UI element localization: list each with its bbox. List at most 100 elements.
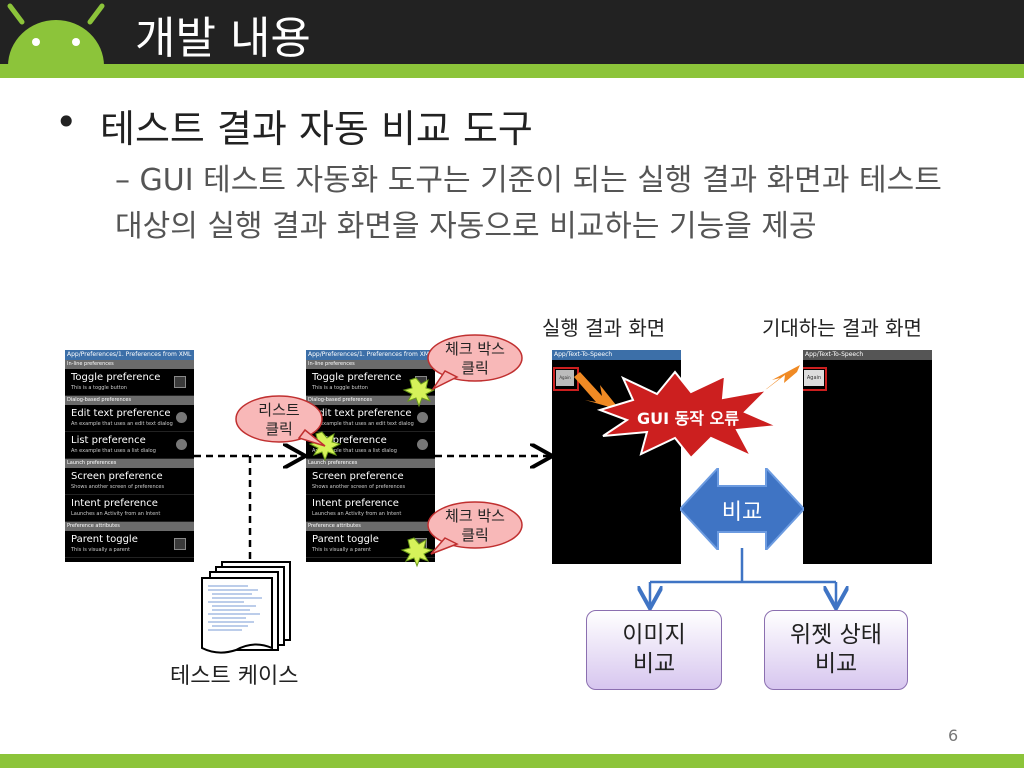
app-title-bar: App/Preferences/1. Preferences from XML [65, 350, 194, 360]
preference-item[interactable]: Edit text preference An example that uses… [65, 405, 194, 432]
preference-title: List preference [312, 435, 387, 446]
header-bar [0, 0, 1024, 66]
preference-summary: Launches an Activity from an Intent [312, 511, 402, 517]
preference-summary: Shows another screen of preferences [312, 484, 406, 490]
gui-error-label: GUI 동작 오류 [636, 409, 740, 428]
again-button[interactable]: Again [556, 370, 574, 386]
preference-title: Edit text preference [71, 408, 171, 419]
preference-summary: This is a toggle button [71, 385, 127, 391]
expected-result-label: 기대하는 결과 화면 [762, 316, 922, 340]
page-number: 6 [948, 726, 959, 745]
image-compare-box: 이미지 비교 [586, 610, 722, 690]
preference-title: Toggle preference [312, 372, 402, 383]
preference-item[interactable]: List preference An example that uses a li… [65, 432, 194, 459]
preference-item[interactable]: Edit text preference An example that uses… [306, 405, 435, 432]
preference-title: Edit text preference [312, 408, 412, 419]
checkbox[interactable] [174, 538, 186, 550]
preference-section-header: Launch preferences [65, 459, 194, 468]
tts-title-bar: App/Text-To-Speech [552, 350, 681, 360]
preference-section-header: Preference attributes [65, 522, 194, 531]
click-star-icon [402, 377, 436, 408]
actual-result-label: 실행 결과 화면 [542, 316, 666, 340]
preference-section-header: Dialog-based preferences [306, 396, 435, 405]
click-star-icon [400, 537, 434, 568]
preference-title: Toggle preference [71, 372, 161, 383]
image-compare-line2: 비교 [632, 651, 676, 677]
preference-title: Intent preference [71, 498, 158, 509]
preference-title: Parent toggle [71, 534, 138, 545]
bullet-text: 테스트 결과 자동 비교 도구 [100, 107, 533, 151]
chevron-right-icon [417, 412, 428, 423]
sub-bullet-text: – GUI 테스트 자동화 도구는 기준이 되는 실행 결과 화면과 테스트 대… [115, 163, 942, 244]
android-logo-icon [7, 3, 105, 66]
preference-summary: This is visually a parent [71, 547, 130, 553]
bullet-marker: • [55, 100, 78, 144]
app-title-bar: App/Preferences/1. Preferences from XML [306, 350, 435, 360]
callout-line: 체크 박스 [445, 340, 505, 358]
preference-title: Intent preference [312, 498, 399, 509]
compare-double-arrow [680, 468, 804, 550]
preference-section-header: Preference attributes [306, 522, 435, 531]
preference-summary: An example that uses a list dialog [312, 448, 397, 454]
compare-label: 비교 [721, 500, 763, 525]
preference-section-header: In-line preferences [306, 360, 435, 369]
header-accent-stripe [0, 64, 1024, 78]
preference-summary: Launches an Activity from an Intent [71, 511, 161, 517]
chevron-right-icon [176, 439, 187, 450]
callout-checkbox-top-text: 체크 박스 클릭 [425, 340, 525, 378]
callout-checkbox-bottom-text: 체크 박스 클릭 [425, 507, 525, 545]
preference-summary: Shows another screen of preferences [71, 484, 165, 490]
preference-summary: An example that uses an edit text dialog [71, 421, 173, 427]
preference-item[interactable]: List preference An example that uses a li… [306, 432, 435, 459]
again-button[interactable]: Again [804, 370, 824, 386]
preference-summary: An example that uses an edit text dialog [312, 421, 414, 427]
footer-accent-stripe [0, 754, 1024, 768]
preference-summary: This is a toggle button [312, 385, 368, 391]
preference-title: List preference [71, 435, 146, 446]
slide-title: 개발 내용 [135, 13, 311, 64]
callout-line: 클릭 [461, 359, 489, 377]
callout-line: 체크 박스 [445, 507, 505, 525]
widget-compare-box: 위젯 상태 비교 [764, 610, 908, 690]
chevron-right-icon [417, 439, 428, 450]
callout-line: 클릭 [461, 526, 489, 544]
callout-list [235, 395, 326, 447]
image-compare-line1: 이미지 [622, 622, 686, 648]
preference-title: Screen preference [71, 471, 163, 482]
test-case-document-icon [201, 561, 291, 654]
checkbox[interactable] [174, 376, 186, 388]
preference-summary: An example that uses a list dialog [71, 448, 156, 454]
widget-compare-line2: 비교 [814, 651, 858, 677]
callout-checkbox-top [427, 334, 523, 391]
preference-summary: This is visually a parent [312, 547, 371, 553]
callout-line: 리스트 [258, 401, 300, 419]
test-case-label: 테스트 케이스 [170, 664, 299, 689]
preference-title: Screen preference [312, 471, 404, 482]
highlight-frame [803, 367, 827, 391]
callout-line: 클릭 [265, 420, 293, 438]
preference-section-header: Launch preferences [306, 459, 435, 468]
preference-screen-before: App/Preferences/1. Preferences from XML … [65, 350, 194, 562]
callout-list-text: 리스트 클릭 [233, 401, 325, 439]
preference-section-header: Dialog-based preferences [65, 396, 194, 405]
preference-title: Parent toggle [312, 534, 379, 545]
callout-checkbox-bottom [427, 501, 523, 555]
chevron-right-icon [176, 412, 187, 423]
orange-arrow-left [574, 372, 620, 410]
orange-arrow-right [755, 365, 800, 398]
widget-compare-line1: 위젯 상태 [790, 622, 882, 648]
actual-result-screen: App/Text-To-Speech Again [552, 350, 681, 564]
gui-error-burst [596, 370, 780, 460]
expected-result-screen: App/Text-To-Speech Again [803, 350, 932, 564]
tts-title-bar: App/Text-To-Speech [803, 350, 932, 360]
